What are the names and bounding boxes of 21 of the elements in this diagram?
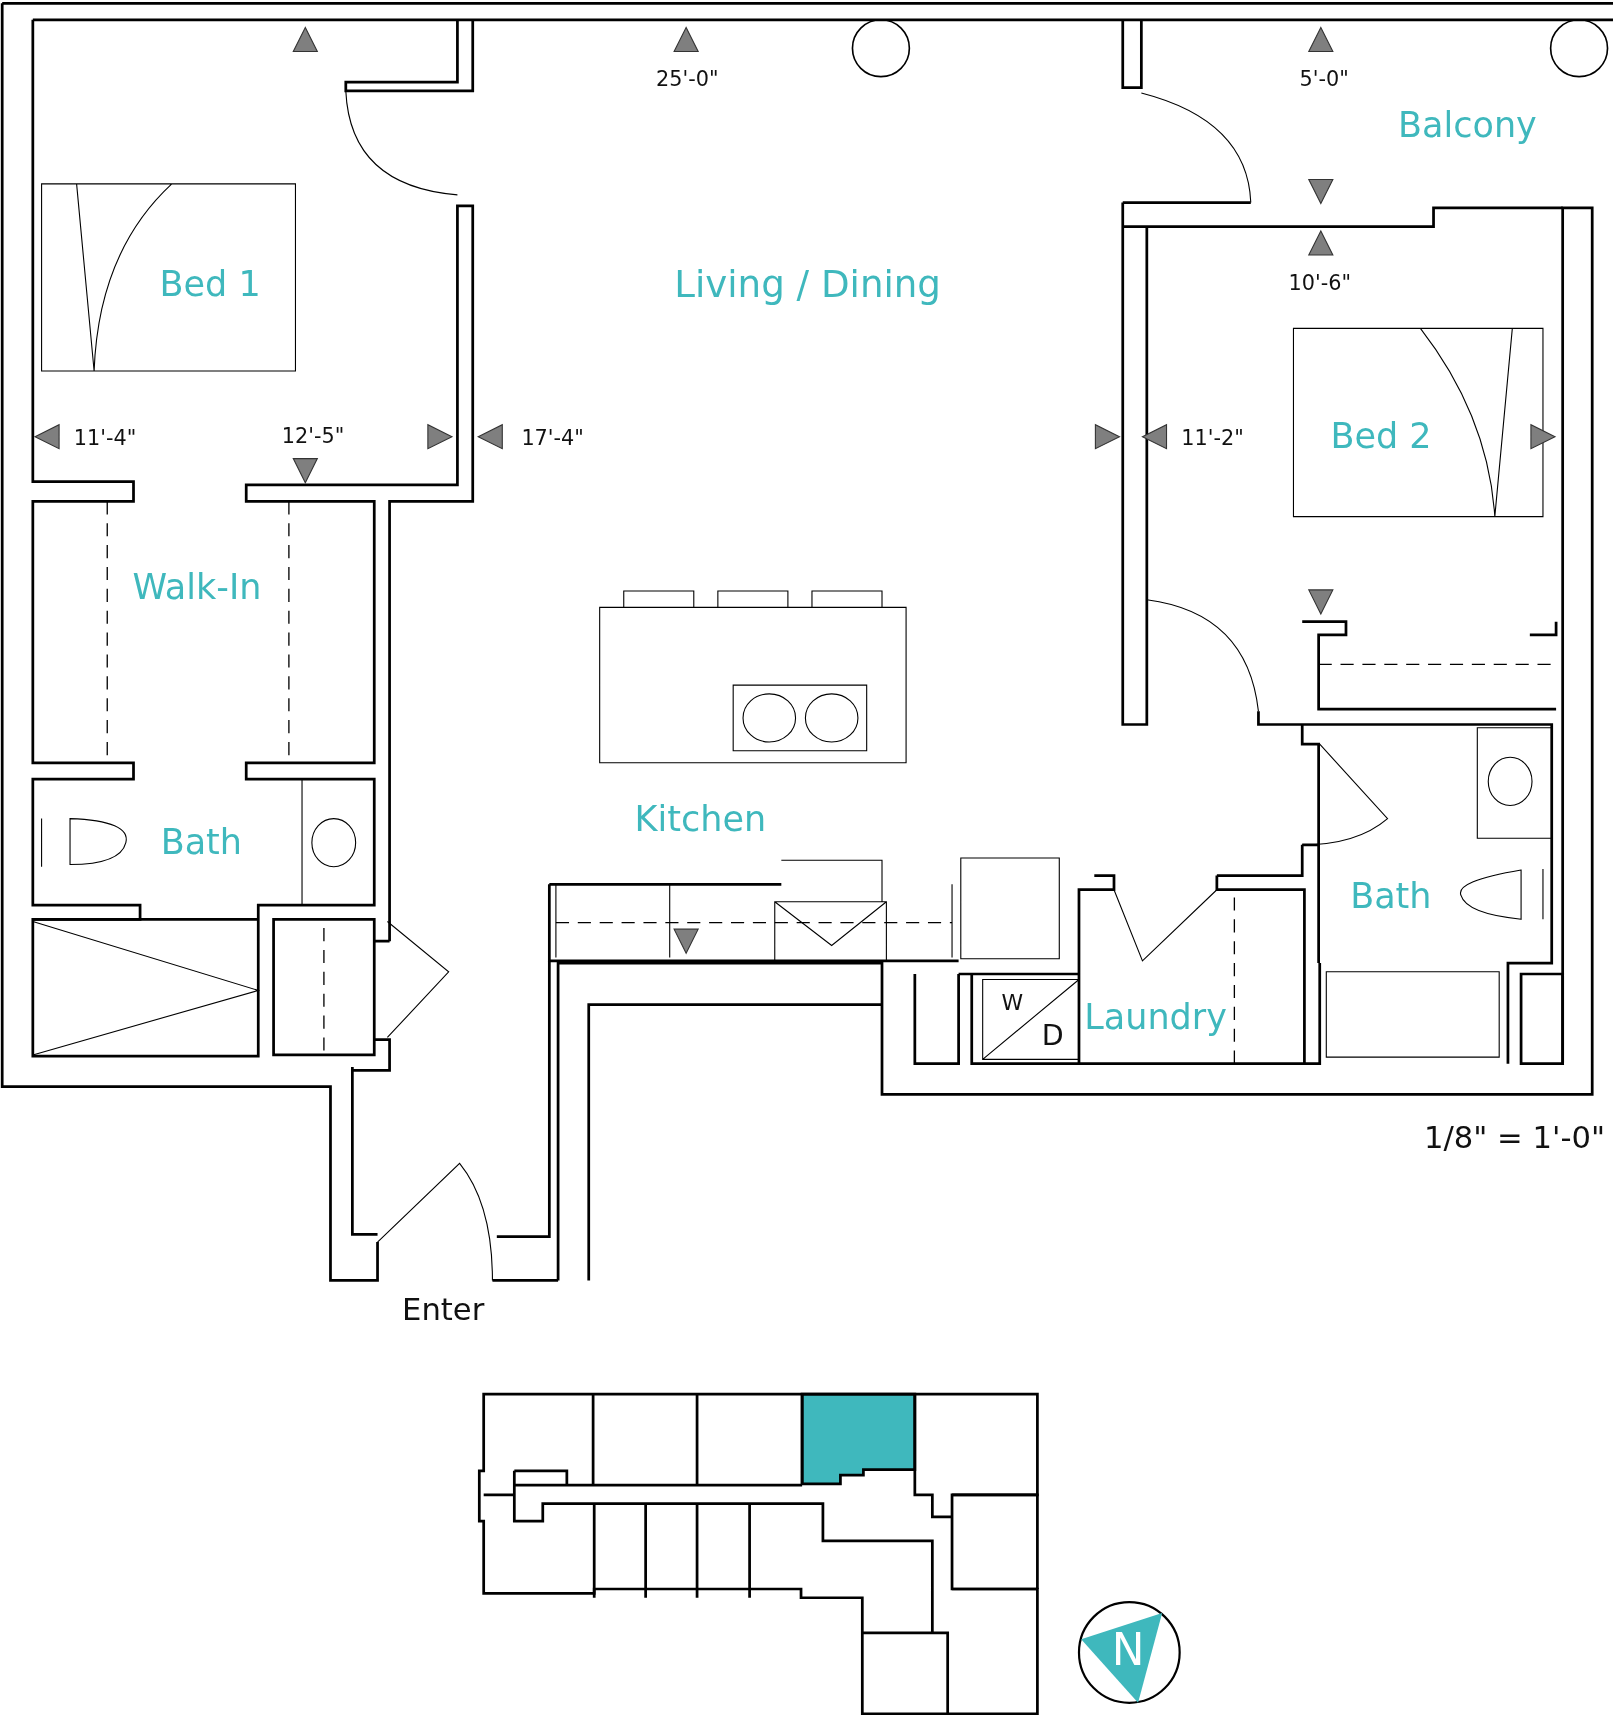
room-label: Bed 1	[159, 267, 261, 302]
appliance-label: D	[1041, 1022, 1064, 1051]
dimension-label: 10'-6"	[1288, 273, 1351, 294]
dimension-label: 11'-4"	[73, 427, 137, 449]
room-label: Kitchen	[634, 802, 767, 838]
room-label: Bath	[160, 825, 243, 861]
dimension-label: 12'-5"	[281, 425, 345, 446]
north-label: N	[1111, 1628, 1145, 1673]
scale-label: 1/8" = 1'-0"	[1424, 1122, 1605, 1154]
room-label: Bed 2	[1330, 419, 1432, 455]
room-label: Balcony	[1398, 108, 1537, 144]
dimension-label: 5'-0"	[1299, 68, 1349, 90]
dimension-label: 25'-0"	[656, 68, 719, 90]
room-label: Laundry	[1084, 1000, 1227, 1036]
room-label: Walk-In	[132, 570, 262, 606]
room-label: Living / Dining	[674, 265, 941, 304]
room-label: Bath	[1350, 879, 1432, 915]
entry-label: Enter	[402, 1294, 485, 1326]
dimension-label: 11'-2"	[1181, 427, 1244, 449]
appliance-label: W	[1001, 992, 1024, 1015]
dimension-label: 17'-4"	[521, 427, 584, 449]
